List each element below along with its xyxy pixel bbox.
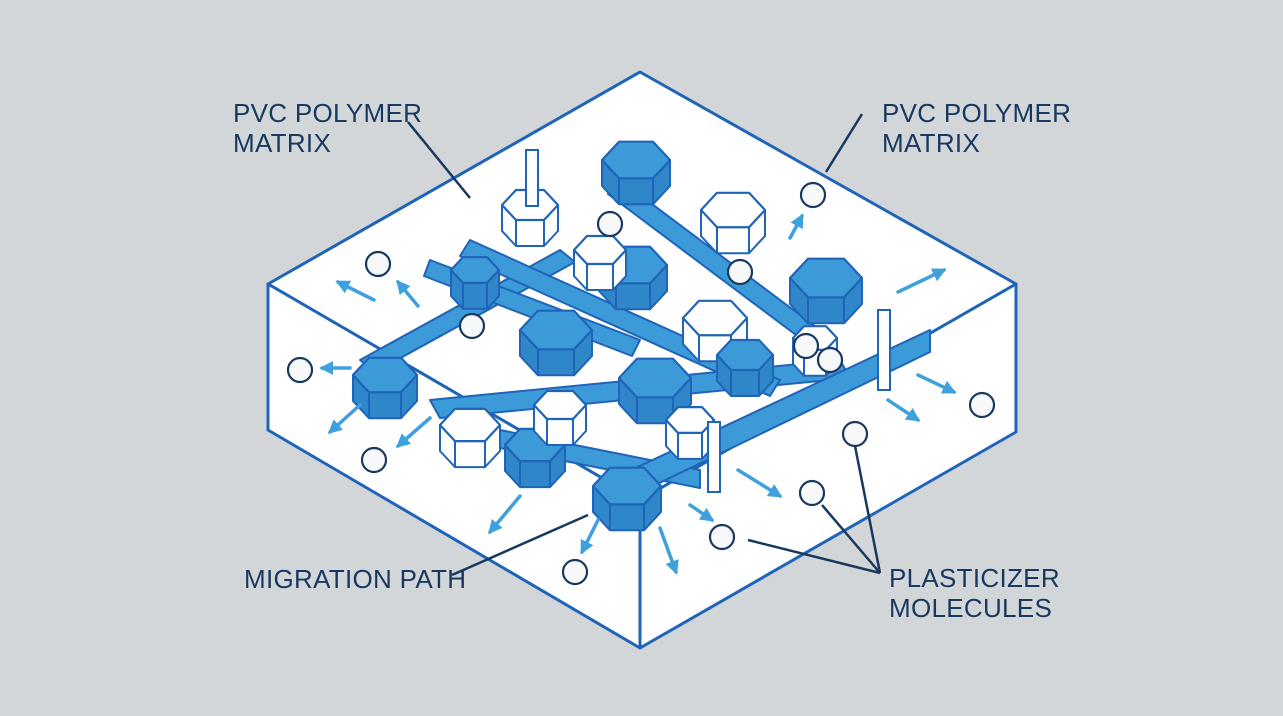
plasticizer-molecules [286, 181, 996, 586]
label-pvc-polymer-matrix-right: PVC POLYMER MATRIX [882, 98, 1071, 158]
migration-arrow-icon [488, 494, 522, 535]
hexagonal-prism [788, 257, 864, 325]
prism-top [518, 309, 594, 351]
leader-lines [407, 113, 882, 577]
polymer-post [707, 421, 721, 493]
polymer-post [877, 309, 891, 391]
plasticizer-molecule-icon [360, 446, 388, 474]
prism-top [438, 407, 502, 443]
label-plasticizer-molecules: PLASTICIZER MOLECULES [889, 563, 1060, 623]
hexagonal-prism [438, 407, 502, 469]
label-line: PVC POLYMER [233, 98, 423, 128]
migration-arrow-icon [788, 213, 804, 240]
prism-top [788, 257, 864, 299]
label-migration-path: MIGRATION PATH [244, 564, 466, 594]
plasticizer-molecule-icon [286, 356, 314, 384]
plasticizer-molecule-icon [799, 181, 827, 209]
migration-arrow-icon [335, 280, 376, 302]
plasticizer-molecule-icon [726, 258, 754, 286]
migration-arrow-icon [658, 526, 679, 575]
label-line: PLASTICIZER [889, 563, 1060, 593]
migration-arrow-icon [396, 279, 420, 308]
migration-arrow-icon [916, 373, 957, 394]
hexagonal-prism [715, 338, 775, 397]
migration-arrow-icon [580, 518, 600, 555]
prism-top [351, 356, 419, 394]
label-line: MOLECULES [889, 593, 1053, 623]
hexagonal-prism [449, 256, 501, 310]
prism-top [572, 234, 628, 266]
label-line: MIGRATION PATH [244, 564, 467, 594]
plasticizer-molecule-icon [364, 250, 392, 278]
hexagonal-prism [351, 356, 419, 420]
plasticizer-molecule-icon [596, 210, 624, 238]
prism-top [715, 338, 775, 372]
leader-plasticizer-3 [853, 445, 882, 574]
plasticizer-molecule-icon [561, 558, 589, 586]
leader-plasticizer-2 [747, 538, 881, 575]
plasticizer-molecule-icon [458, 312, 486, 340]
leader-matrix-right [824, 113, 864, 173]
prism-top [681, 299, 749, 337]
hexagonal-prism [572, 234, 628, 291]
hexagonal-prism [664, 406, 716, 460]
polymer-post [525, 149, 539, 207]
migration-arrow-icon [688, 503, 715, 522]
migration-arrow-icon [327, 403, 362, 434]
migration-arrow-icon [736, 468, 783, 498]
hexagonal-prism [591, 466, 663, 532]
hexagonal-prism [532, 389, 588, 446]
prism-top [617, 357, 693, 399]
label-line: MATRIX [233, 128, 332, 158]
migration-arrows [319, 213, 957, 575]
plasticizer-molecule-icon [816, 346, 844, 374]
migration-arrow-icon [886, 398, 921, 422]
label-line: PVC POLYMER [882, 98, 1072, 128]
label-pvc-polymer-matrix-left: PVC POLYMER MATRIX [233, 98, 422, 158]
plasticizer-molecule-icon [708, 523, 736, 551]
hexagonal-prism [699, 191, 767, 255]
migration-arrow-icon [896, 268, 947, 294]
polymer-network [351, 140, 931, 532]
plasticizer-molecule-icon [968, 391, 996, 419]
prism-top [699, 191, 767, 229]
leader-matrix-left [407, 121, 471, 199]
prism-top [664, 406, 716, 434]
plasticizer-molecule-icon [798, 479, 826, 507]
leader-migration [451, 513, 589, 577]
plasticizer-molecule-icon [841, 420, 869, 448]
label-line: MATRIX [882, 128, 981, 158]
prism-top [600, 140, 672, 180]
leader-plasticizer-1 [821, 504, 881, 574]
prism-top [449, 256, 501, 284]
hexagonal-prism [518, 309, 594, 377]
plasticizer-molecule-icon [792, 332, 820, 360]
hexagonal-prism [617, 357, 693, 425]
prism-top [591, 466, 663, 506]
prism-top [532, 389, 588, 421]
migration-arrow-icon [395, 416, 432, 448]
hexagonal-prism [600, 140, 672, 206]
